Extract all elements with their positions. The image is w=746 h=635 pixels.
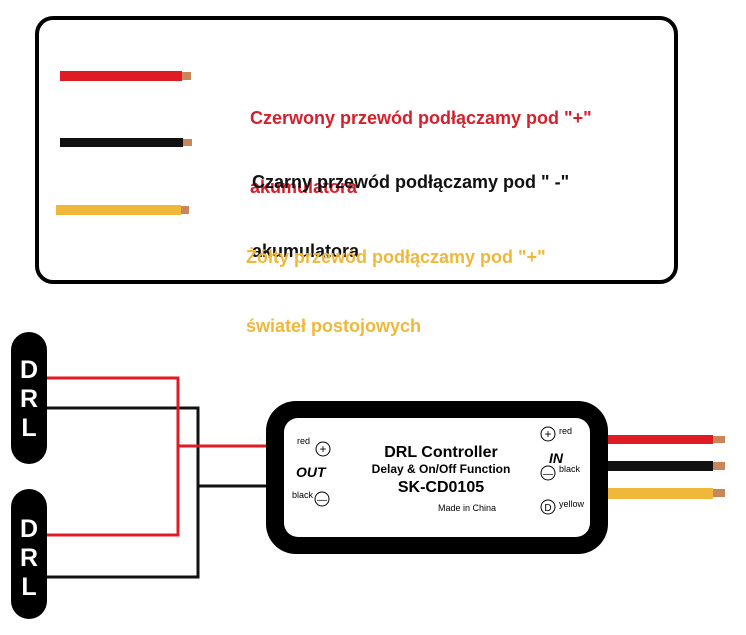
in-d-symbol: D	[544, 503, 551, 514]
legend-yellow-text: Żółty przewód podłączamy pod "+" świateł…	[246, 200, 546, 361]
out-plus-icon	[315, 441, 331, 457]
legend-wire-red	[60, 71, 191, 81]
drl-lamp-2-letter-r: R	[20, 544, 38, 572]
in-black-label: black	[559, 464, 581, 474]
drl-lamp-2-letter-d: D	[20, 515, 38, 543]
drl-lamp-1-letter-r: R	[20, 385, 38, 413]
out-plus-symbol: +	[319, 442, 326, 456]
in-minus-symbol: —	[543, 469, 553, 480]
in-d-icon	[540, 499, 556, 515]
in-plus-symbol: +	[544, 427, 551, 441]
made-in-label: Made in China	[438, 503, 496, 513]
drl-lamp-2: D R L	[11, 489, 47, 619]
legend-black-line2: akumulatora	[252, 241, 360, 261]
drl-lamp-2-letter-l: L	[21, 573, 36, 601]
in-red-label: red	[559, 426, 572, 436]
controller-title: DRL Controller	[384, 444, 497, 461]
drl-controller: red + OUT black — DRL Controller Delay &…	[266, 401, 608, 554]
left-black-wiring	[47, 406, 275, 579]
left-red-wiring	[47, 376, 275, 537]
in-yellow-label: yellow	[559, 499, 585, 509]
legend-black-line1: Czarny przewód podłączamy pod " -"	[252, 172, 570, 192]
legend-yellow-line1: Żółty przewód podłączamy pod "+"	[246, 247, 546, 267]
legend-wire-black	[60, 138, 192, 147]
legend-red-line1: Czerwony przewód podłączamy pod "+"	[250, 108, 592, 128]
out-red-label: red	[297, 436, 310, 446]
drl-lamp-1-letter-l: L	[21, 414, 36, 442]
in-minus-icon	[540, 465, 556, 481]
in-label: IN	[549, 450, 564, 466]
legend-wire-yellow	[56, 205, 189, 215]
right-wire-red	[600, 435, 725, 444]
legend-red-text: Czerwony przewód podłączamy pod "+" akum…	[250, 61, 592, 222]
controller-subtitle: Delay & On/Off Function	[372, 462, 511, 476]
in-plus-icon	[540, 426, 556, 442]
right-wire-black	[600, 461, 725, 471]
drl-lamp-1: D R L	[11, 332, 47, 464]
legend-red-line2: akumulatora	[250, 177, 358, 197]
out-minus-symbol: —	[317, 495, 327, 506]
legend-box	[35, 16, 678, 284]
legend-black-text: Czarny przewód podłączamy pod " -" akumu…	[252, 125, 569, 286]
out-black-label: black	[292, 490, 314, 500]
legend-yellow-line2: świateł postojowych	[246, 316, 422, 336]
right-wire-yellow	[600, 488, 725, 499]
drl-lamp-1-letter-d: D	[20, 356, 38, 384]
out-label: OUT	[296, 464, 327, 480]
out-minus-icon	[314, 491, 330, 507]
controller-model: SK-CD0105	[398, 479, 484, 496]
